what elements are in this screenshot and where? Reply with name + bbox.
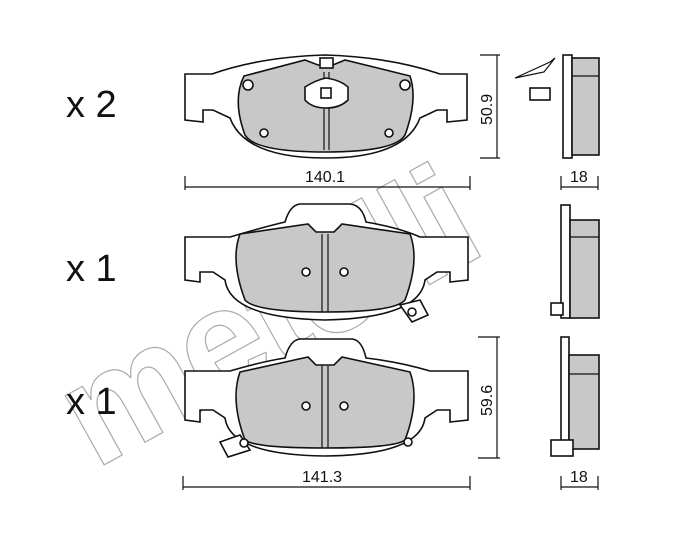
thickness-value: 18 <box>570 469 588 486</box>
brake-pad-front-view <box>184 54 468 159</box>
quantity-label: x 2 <box>66 84 117 126</box>
dimension-width: 141.3 <box>182 469 471 490</box>
thickness-value: 18 <box>570 169 588 186</box>
dimension-height: 50.9 <box>479 54 500 159</box>
width-value: 141.3 <box>302 469 342 486</box>
dimension-thickness: 18 <box>560 169 599 190</box>
width-value: 140.1 <box>305 169 345 186</box>
dimension-width: 140.1 <box>184 169 471 190</box>
dimension-height: 59.6 <box>478 336 500 459</box>
dimension-thickness: 18 <box>560 469 599 490</box>
brake-pad-side-view <box>550 336 600 457</box>
brake-pad-side-view <box>550 204 600 319</box>
brake-pad-front-view <box>184 203 469 323</box>
quantity-label: x 1 <box>66 248 117 290</box>
height-value: 59.6 <box>479 385 496 416</box>
quantity-label: x 1 <box>66 381 117 423</box>
height-value: 50.9 <box>479 94 496 125</box>
brake-pad-side-view <box>514 54 600 159</box>
brake-pad-front-view <box>184 338 469 458</box>
